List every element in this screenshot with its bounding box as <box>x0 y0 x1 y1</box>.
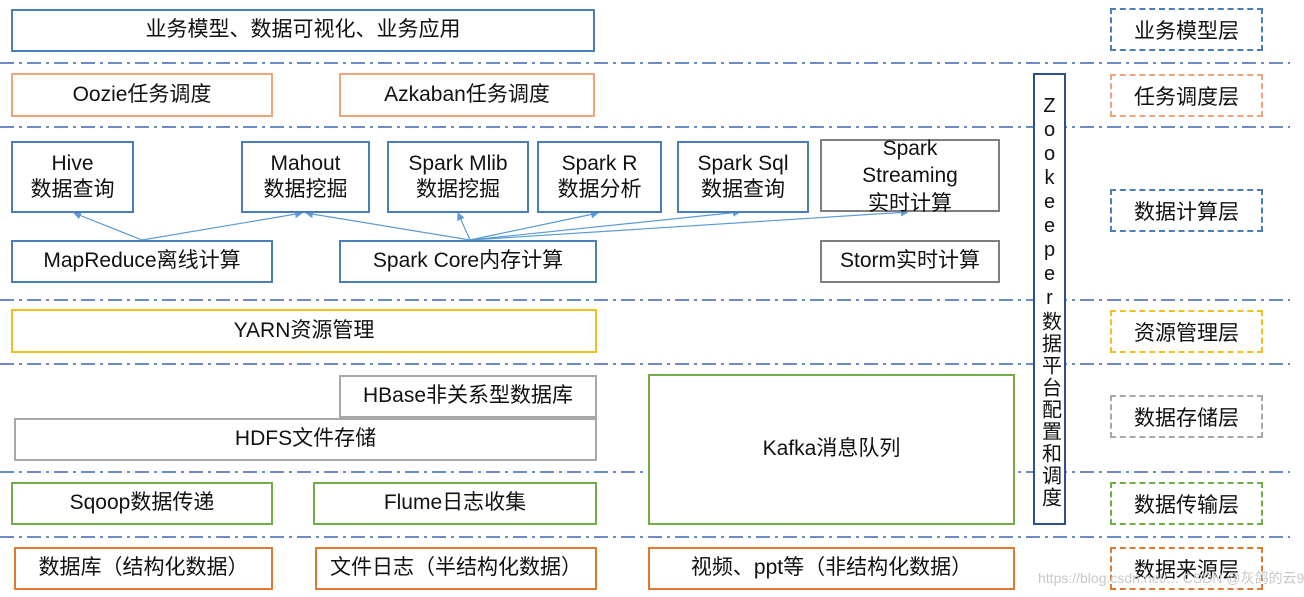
mahout-box: Mahout 数据挖掘 <box>241 141 370 213</box>
layer-source: 数据来源层 <box>1110 547 1263 590</box>
business-app-box: 业务模型、数据可视化、业务应用 <box>11 9 595 52</box>
layer-transport-label: 数据传输层 <box>1134 493 1239 517</box>
azkaban-box: Azkaban任务调度 <box>339 73 595 117</box>
mapreduce-box: MapReduce离线计算 <box>11 240 273 283</box>
layer-schedule-label: 任务调度层 <box>1134 85 1239 109</box>
spark-core-label: Spark Core内存计算 <box>372 249 564 273</box>
layer-source-label: 数据来源层 <box>1134 558 1239 582</box>
video-source-box: 视频、ppt等（非结构化数据） <box>648 547 1015 590</box>
layer-compute: 数据计算层 <box>1110 189 1263 232</box>
layer-compute-label: 数据计算层 <box>1134 200 1239 224</box>
kafka-label: Kafka消息队列 <box>762 437 901 461</box>
file-log-label: 文件日志（半结构化数据） <box>330 556 582 580</box>
azkaban-label: Azkaban任务调度 <box>384 82 550 106</box>
mapreduce-label: MapReduce离线计算 <box>43 249 241 273</box>
hive-label: Hive 数据查询 <box>30 151 115 201</box>
hdfs-box: HDFS文件存储 <box>14 418 597 461</box>
arrow-mapreduce-hive <box>73 211 143 241</box>
db-source-box: 数据库（结构化数据） <box>14 547 273 590</box>
yarn-label: YARN资源管理 <box>233 318 375 342</box>
spark-core-box: Spark Core内存计算 <box>339 240 597 283</box>
oozie-box: Oozie任务调度 <box>11 73 273 117</box>
hbase-label: HBase非关系型数据库 <box>362 384 574 408</box>
layer-storage-label: 数据存储层 <box>1134 406 1239 430</box>
db-source-label: 数据库（结构化数据） <box>38 556 249 580</box>
spark-mlib-box: Spark Mlib 数据挖掘 <box>387 141 529 213</box>
flume-box: Flume日志收集 <box>313 482 597 525</box>
spark-sql-label: Spark Sql 数据查询 <box>697 151 789 201</box>
mahout-label: Mahout 数据挖掘 <box>263 151 348 201</box>
layer-schedule: 任务调度层 <box>1110 74 1263 117</box>
sqoop-box: Sqoop数据传递 <box>11 482 273 525</box>
layer-business-label: 业务模型层 <box>1134 19 1239 43</box>
oozie-label: Oozie任务调度 <box>72 82 212 106</box>
spark-r-label: Spark R 数据分析 <box>557 151 642 201</box>
sqoop-label: Sqoop数据传递 <box>69 491 215 515</box>
arrow-sparkcore-mlib <box>457 212 471 241</box>
spark-sql-box: Spark Sql 数据查询 <box>677 141 809 213</box>
zookeeper-box: Zookeeper数据平台配置和调度 <box>1033 73 1066 525</box>
zookeeper-label: Zookeeper数据平台配置和调度 <box>1038 95 1061 509</box>
watermark: https://blog.csdn.net/... CSDN @灰鸽的云9 <box>1038 570 1304 586</box>
layer-storage: 数据存储层 <box>1110 395 1263 438</box>
storm-box: Storm实时计算 <box>820 240 1000 283</box>
spark-streaming-box: Spark Streaming 实时计算 <box>820 137 1000 215</box>
spark-r-box: Spark R 数据分析 <box>537 141 662 213</box>
spark-streaming-label: Spark Streaming 实时计算 <box>862 137 958 215</box>
layer-business: 业务模型层 <box>1110 8 1263 51</box>
layer-resource-label: 资源管理层 <box>1134 321 1239 345</box>
arrow-sparkcore-streaming <box>469 208 909 241</box>
arrow-sparkcore-sparkr <box>469 210 599 241</box>
video-source-label: 视频、ppt等（非结构化数据） <box>690 556 973 580</box>
yarn-box: YARN资源管理 <box>11 309 597 353</box>
hdfs-label: HDFS文件存储 <box>234 427 377 451</box>
spark-mlib-label: Spark Mlib 数据挖掘 <box>408 151 508 201</box>
arrow-sparkcore-mahout <box>305 210 471 241</box>
layer-transport: 数据传输层 <box>1110 482 1263 525</box>
hbase-box: HBase非关系型数据库 <box>339 375 597 418</box>
kafka-box: Kafka消息队列 <box>648 374 1015 525</box>
arrow-sparkcore-sparksql <box>469 208 741 241</box>
storm-label: Storm实时计算 <box>839 249 980 273</box>
arrow-mapreduce-mahout <box>141 210 303 241</box>
business-app-label: 业务模型、数据可视化、业务应用 <box>145 18 461 42</box>
hive-box: Hive 数据查询 <box>11 141 134 213</box>
layer-resource: 资源管理层 <box>1110 310 1263 353</box>
flume-label: Flume日志收集 <box>383 491 527 515</box>
file-log-box: 文件日志（半结构化数据） <box>315 547 597 590</box>
